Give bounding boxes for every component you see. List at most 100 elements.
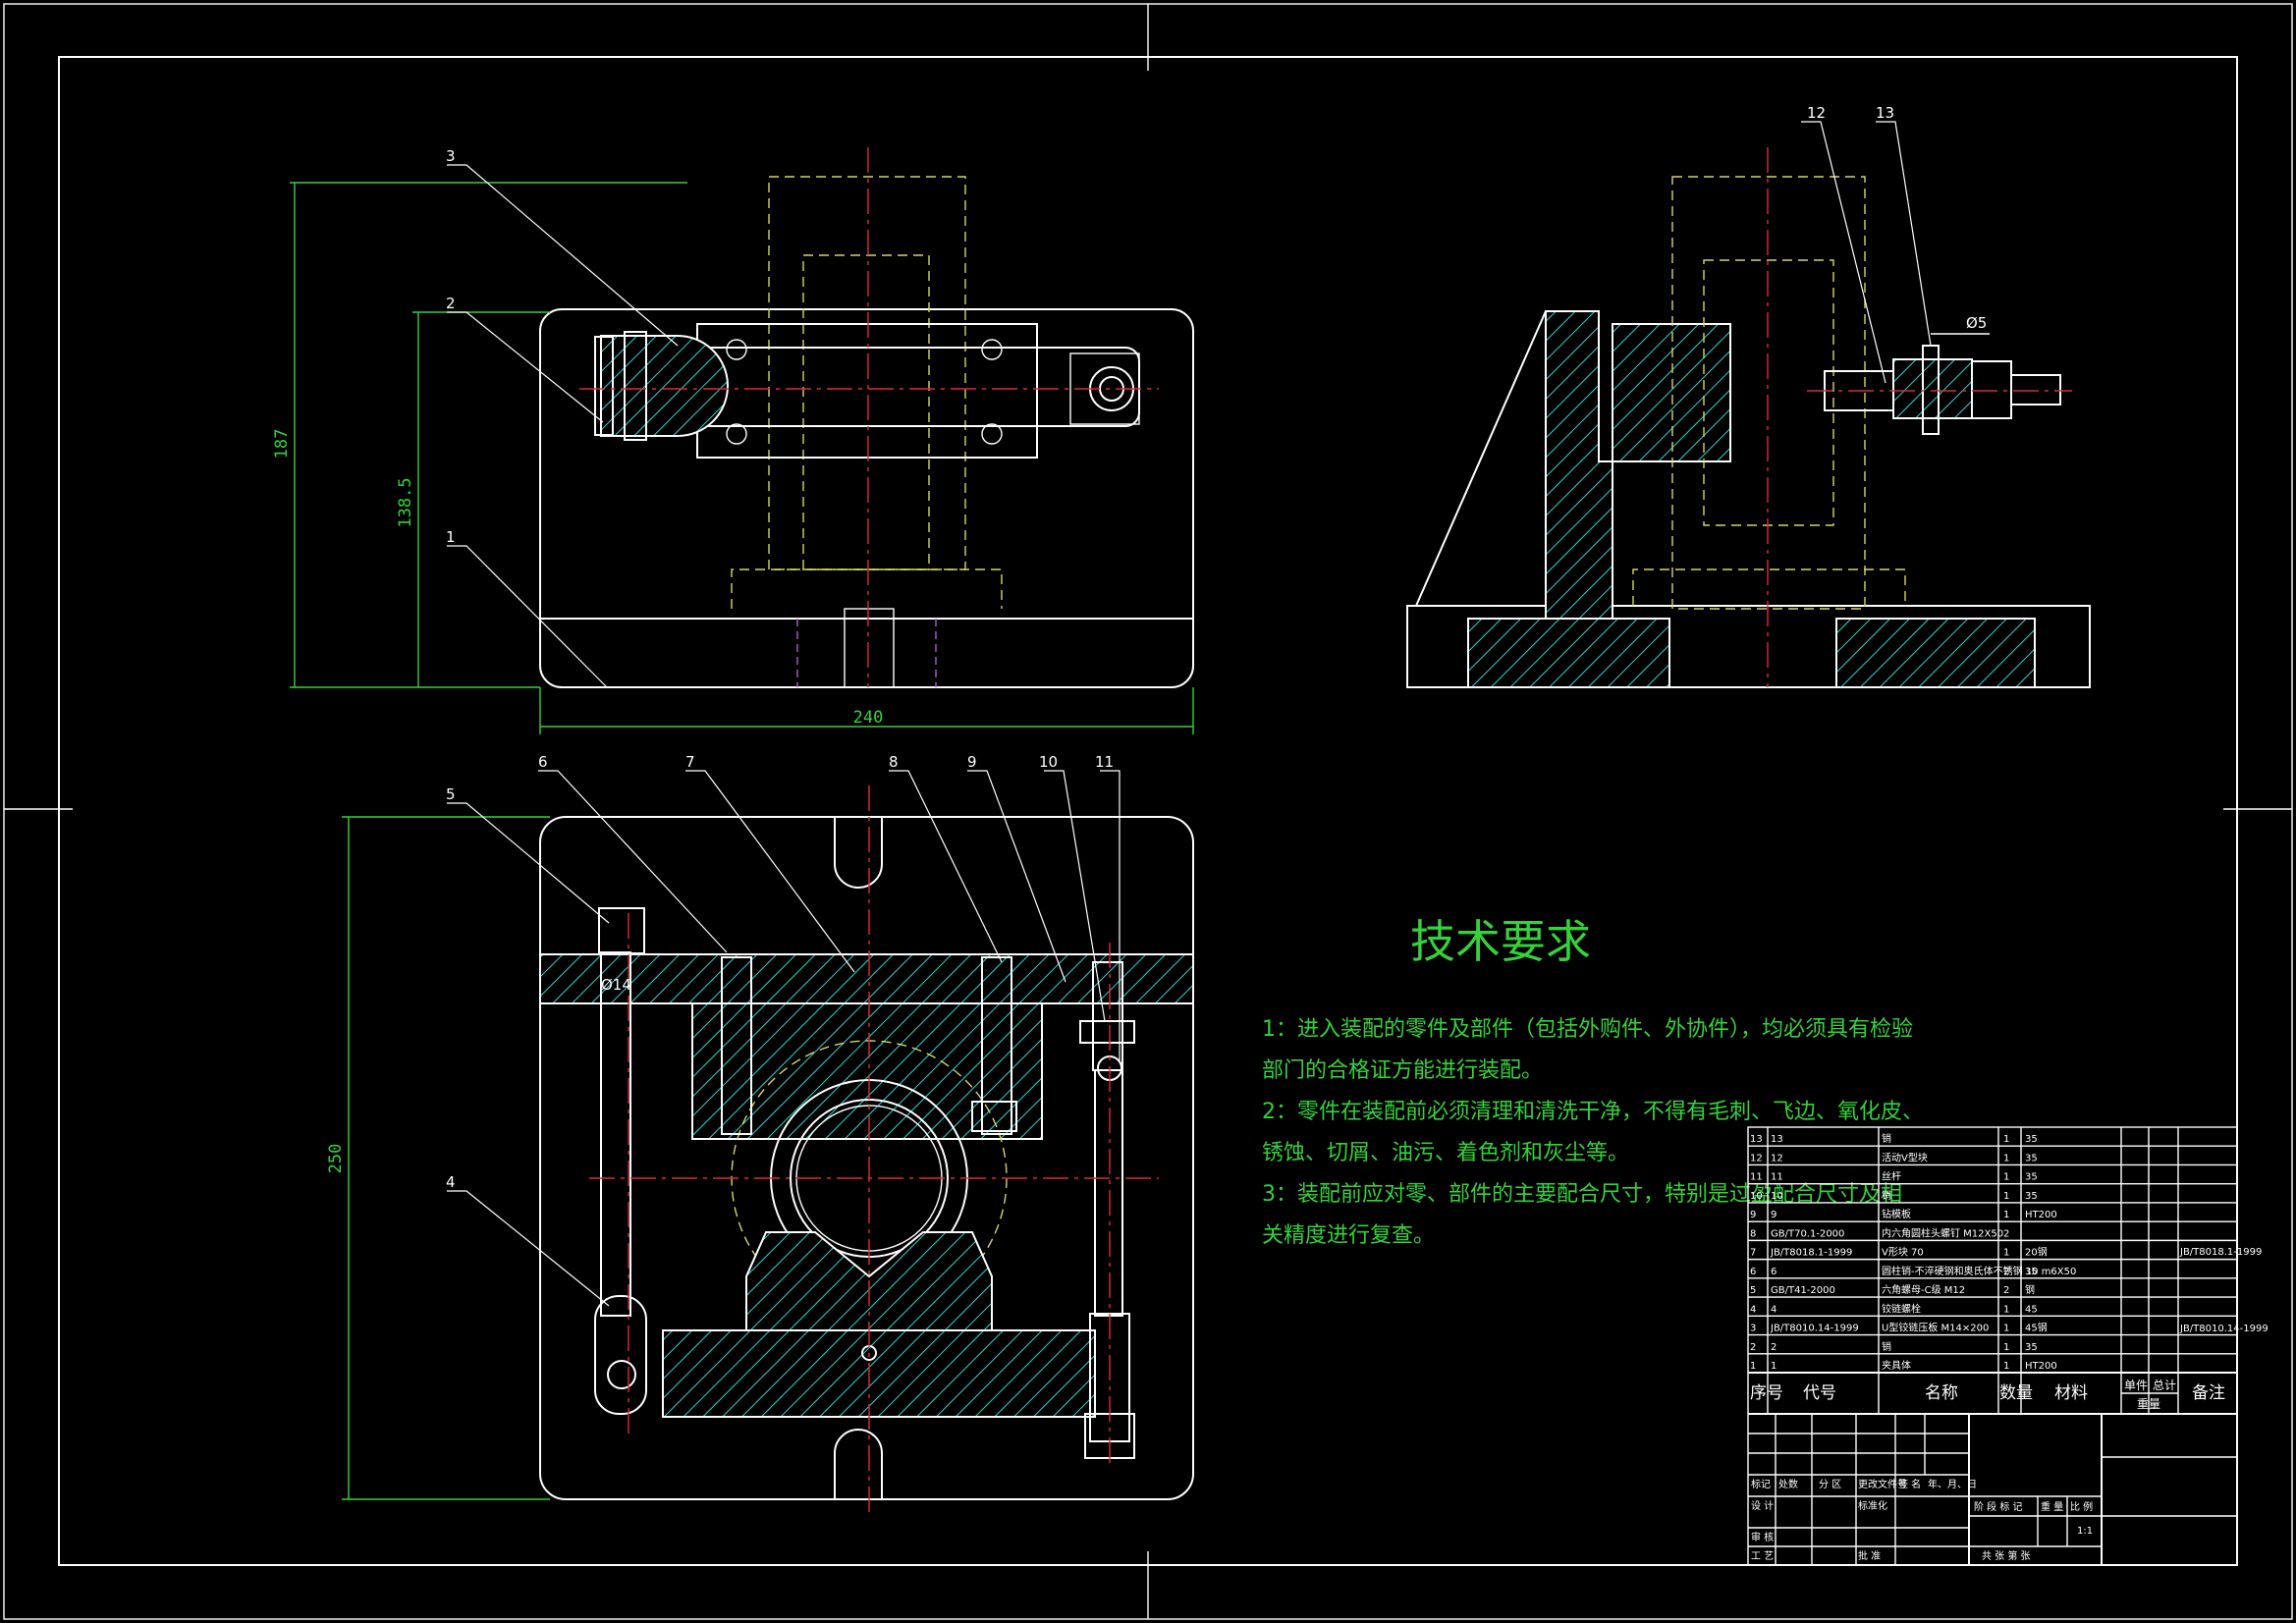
bom-cell-code: 10 bbox=[1771, 1191, 1783, 1202]
bom-cell-name: 钻模板 bbox=[1882, 1208, 1911, 1220]
bom-cell-mat: 35 bbox=[2025, 1172, 2038, 1183]
bom-cell-mat: 35 bbox=[2025, 1153, 2038, 1163]
dim-height-250: 250 bbox=[326, 1144, 346, 1174]
bom-header-total: 总计 bbox=[2153, 1379, 2176, 1392]
bom-cell-code: 11 bbox=[1771, 1172, 1783, 1183]
bom-cell-mat: 35 bbox=[2025, 1134, 2038, 1145]
part-balloons: 3 2 1 5 4 6 7 8 9 10 11 12 13 bbox=[446, 104, 1894, 1191]
bom-cell-qty: 2 bbox=[2003, 1228, 2009, 1239]
dim-height-138: 138.5 bbox=[396, 477, 415, 527]
bom-cell-qty: 1 bbox=[2003, 1134, 2009, 1145]
bom-cell-no: 6 bbox=[1750, 1267, 1756, 1277]
tb-sign: 签 名 bbox=[1898, 1478, 1921, 1490]
bom-cell-qty: 1 bbox=[2003, 1210, 2009, 1220]
front-view-dimensions: 187 138.5 240 bbox=[272, 182, 1194, 734]
bom-cell-no: 9 bbox=[1750, 1210, 1756, 1220]
bom-cell-no: 5 bbox=[1750, 1285, 1756, 1296]
balloon-4: 4 bbox=[446, 1173, 456, 1191]
bom-cell-qty: 1 bbox=[2003, 1153, 2009, 1163]
bom-cell-mat: 35 bbox=[2025, 1191, 2038, 1202]
bom-cell-no: 13 bbox=[1750, 1134, 1763, 1145]
balloon-11: 11 bbox=[1095, 753, 1114, 771]
bom-cell-no: 4 bbox=[1750, 1304, 1756, 1315]
bom-header-note: 备注 bbox=[2192, 1383, 2225, 1403]
bom-cell-mat: 35 bbox=[2025, 1267, 2038, 1277]
bom-cell-name: 六角螺母-C级 M12 bbox=[1882, 1284, 1965, 1296]
bom-cell-qty: 2 bbox=[2003, 1267, 2009, 1277]
bom-header-weight: 重量 bbox=[2137, 1397, 2160, 1411]
bom-cell-qty: 1 bbox=[2003, 1172, 2009, 1183]
bom-cell-code: 6 bbox=[1771, 1267, 1777, 1277]
bom-cell-no: 8 bbox=[1750, 1228, 1756, 1239]
bom-cell-no: 10 bbox=[1750, 1191, 1763, 1202]
tb-date: 年、月、日 bbox=[1928, 1478, 1977, 1490]
bom-cell-qty: 1 bbox=[2003, 1361, 2009, 1372]
side-view: Ø5 bbox=[1406, 147, 2091, 688]
bom-cell-code: 12 bbox=[1771, 1153, 1783, 1163]
tech-req-line-4: 锈蚀、切屑、油污、着色剂和灰尘等。 bbox=[1262, 1141, 1629, 1165]
bom-cell-name: 铰链螺栓 bbox=[1882, 1302, 1921, 1315]
dim-pin-dia-side: Ø5 bbox=[1966, 314, 1987, 332]
bom-cell-code: 2 bbox=[1771, 1342, 1777, 1353]
bom-cell-name: 销 bbox=[1882, 1132, 1891, 1145]
bom-cell-mat: 钢 bbox=[2025, 1283, 2035, 1296]
dim-pin-dia-plan: Ø14 bbox=[601, 976, 631, 994]
tb-stage-mark: 阶 段 标 记 bbox=[1974, 1500, 2023, 1513]
balloon-8: 8 bbox=[889, 753, 899, 771]
bom-cell-qty: 2 bbox=[2003, 1285, 2009, 1296]
bom-cell-name: 销 bbox=[1882, 1340, 1891, 1353]
tech-req-line-1: 1：进入装配的零件及部件（包括外购件、外协件），均必须具有检验 bbox=[1262, 1017, 1913, 1042]
bom-cell-mat: 45钢 bbox=[2025, 1322, 2048, 1334]
bom-cell-name: 销 bbox=[1882, 1189, 1891, 1202]
bom-cell-no: 12 bbox=[1750, 1153, 1763, 1163]
tb-sheets: 共 张 第 张 bbox=[1982, 1549, 2031, 1562]
bom-cell-no: 7 bbox=[1750, 1248, 1756, 1259]
bom-cell-code: 13 bbox=[1771, 1134, 1783, 1145]
tech-requirements-title: 技术要求 bbox=[1410, 915, 1591, 968]
bom-cell-mat: 45 bbox=[2025, 1304, 2038, 1315]
sheet-border bbox=[3, 3, 2293, 1620]
tech-req-line-3: 2：零件在装配前必须清理和清洗干净，不得有毛刺、飞边、氧化皮、 bbox=[1262, 1100, 1924, 1124]
bom-cell-name: 圆柱销-不淬硬钢和奥氏体不锈钢 10 m6X50 bbox=[1882, 1265, 2076, 1277]
plan-view-dimensions: 250 bbox=[326, 816, 550, 1500]
balloon-12: 12 bbox=[1807, 104, 1826, 122]
bom-cell-no: 11 bbox=[1750, 1172, 1763, 1183]
tb-scale-value: 1:1 bbox=[2077, 1526, 2093, 1537]
tb-weight: 重 量 bbox=[2041, 1500, 2063, 1513]
tech-req-line-6: 关精度进行复查。 bbox=[1262, 1223, 1435, 1248]
bom-cell-code: JB/T8018.1-1999 bbox=[1770, 1248, 1852, 1259]
part-leaders bbox=[447, 121, 1932, 1307]
bom-cell-mat: HT200 bbox=[2025, 1210, 2057, 1220]
bom-cell-name: U型铰链压板 M14×200 bbox=[1882, 1322, 1989, 1334]
tech-requirements: 技术要求 1：进入装配的零件及部件（包括外购件、外协件），均必须具有检验 部门的… bbox=[1262, 915, 1924, 1248]
bom-cell-code: JB/T8010.14-1999 bbox=[1770, 1324, 1859, 1334]
bom-cell-name: 丝杆 bbox=[1882, 1171, 1901, 1183]
bom-cell-qty: 1 bbox=[2003, 1304, 2009, 1315]
balloon-10: 10 bbox=[1039, 753, 1058, 771]
bom-cell-mat: 35 bbox=[2025, 1342, 2038, 1353]
bom-cell-qty: 1 bbox=[2003, 1191, 2009, 1202]
balloon-5: 5 bbox=[446, 785, 456, 803]
bom-header-code: 代号 bbox=[1803, 1383, 1836, 1403]
bom-cell-code: GB/T70.1-2000 bbox=[1771, 1228, 1844, 1239]
tb-mark: 标记 bbox=[1751, 1479, 1771, 1490]
bom-cell-name: 活动V型块 bbox=[1882, 1151, 1928, 1163]
balloon-9: 9 bbox=[967, 753, 977, 771]
bom-header-no: 序号 bbox=[1750, 1383, 1783, 1403]
bom-cell-qty: 1 bbox=[2003, 1248, 2009, 1259]
bom-cell-code: GB/T41-2000 bbox=[1771, 1285, 1835, 1296]
balloon-2: 2 bbox=[446, 295, 456, 312]
bom-header-name: 名称 bbox=[1925, 1383, 1958, 1403]
tb-approve: 批 准 bbox=[1858, 1549, 1881, 1562]
balloon-7: 7 bbox=[685, 753, 695, 771]
plan-view: Ø14 bbox=[539, 785, 1194, 1512]
tb-change-doc: 更改文件号 bbox=[1858, 1478, 1907, 1490]
bom-cell-mat: HT200 bbox=[2025, 1361, 2057, 1372]
bom-cell-name: 夹具体 bbox=[1882, 1359, 1911, 1372]
tb-review: 审 核 bbox=[1751, 1531, 1774, 1543]
tb-standardize: 标准化 bbox=[1858, 1499, 1887, 1512]
bom-header-unit: 单件 bbox=[2124, 1379, 2148, 1392]
tb-scale: 比 例 bbox=[2070, 1500, 2093, 1513]
